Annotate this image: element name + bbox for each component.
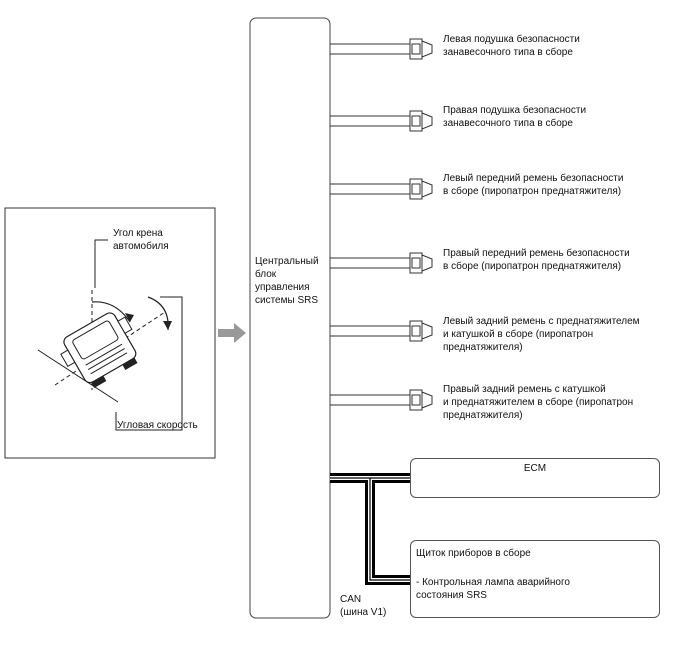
vehicle-roll-illustration: [37, 239, 183, 431]
signal-arrow: [218, 323, 246, 343]
roll-arc-arrowhead: [125, 313, 134, 322]
srs-ecu-box: [249, 17, 331, 619]
instrument-cluster-box: Щиток приборов в сборе - Контрольная лам…: [410, 540, 660, 618]
can-bus-lines: [330, 473, 412, 585]
can-bus-label: CAN (шина V1): [340, 594, 387, 618]
roll-angle-label: Угол крена автомобиля: [113, 228, 169, 252]
roll-arc: [91, 301, 131, 323]
ecm-label: ECM: [523, 463, 547, 474]
srs-ecu-label: Центральный блок управления системы SRS: [255, 256, 319, 306]
output-harnesses: [330, 43, 412, 406]
instrument-cluster-title: Щиток приборов в сборе: [416, 548, 531, 559]
srs-warning-lamp-label: - Контрольная лампа аварийного состояния…: [416, 577, 570, 601]
roll-angle-leader: [94, 239, 108, 288]
vehicle-body: [60, 312, 138, 388]
output-connectors: [409, 38, 433, 411]
ground-line: [37, 349, 119, 403]
ecm-box: ECM: [410, 458, 660, 498]
angular-velocity-arrowhead: [163, 321, 172, 330]
angular-velocity-label: Угловая скорость: [117, 420, 198, 431]
angular-velocity-leader: [115, 296, 183, 431]
